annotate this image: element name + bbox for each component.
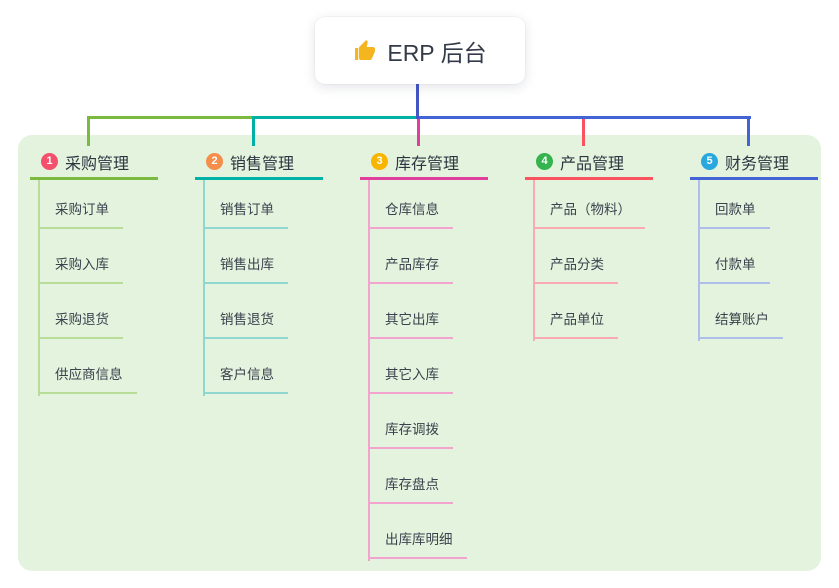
child-node[interactable]: 采购退货 — [38, 310, 123, 339]
root-label: ERP 后台 — [387, 39, 487, 66]
bus-line-left — [87, 116, 252, 119]
child-node[interactable]: 产品库存 — [368, 255, 453, 284]
branch-node-3[interactable]: 3 库存管理 — [360, 146, 488, 180]
thumbs-up-icon — [353, 39, 377, 63]
branch-drop-line-3 — [417, 116, 420, 146]
child-node[interactable]: 销售退货 — [203, 310, 288, 339]
child-node[interactable]: 客户信息 — [203, 365, 288, 394]
branch-label: 产品管理 — [560, 155, 625, 173]
child-node[interactable]: 库存调拨 — [368, 420, 453, 449]
child-node[interactable]: 采购入库 — [38, 255, 123, 284]
child-trunk-line-1 — [38, 180, 40, 396]
child-trunk-line-2 — [203, 180, 205, 396]
root-node[interactable]: ERP 后台 — [315, 17, 525, 84]
branch-drop-line-1 — [87, 116, 90, 146]
branch-node-1[interactable]: 1 采购管理 — [30, 146, 158, 180]
child-node[interactable]: 销售订单 — [203, 200, 288, 229]
bus-line-right — [417, 116, 751, 119]
branch-label: 库存管理 — [395, 155, 460, 173]
child-trunk-line-5 — [698, 180, 700, 341]
branch-label: 销售管理 — [230, 155, 295, 173]
child-node[interactable]: 供应商信息 — [38, 365, 137, 394]
branch-node-5[interactable]: 5 财务管理 — [690, 146, 818, 180]
bus-line-center — [252, 116, 421, 119]
root-connector — [416, 84, 419, 119]
branch-drop-line-4 — [582, 116, 585, 146]
child-node[interactable]: 结算账户 — [698, 310, 783, 339]
branch-drop-line-5 — [747, 116, 750, 146]
child-node[interactable]: 产品单位 — [533, 310, 618, 339]
child-node[interactable]: 其它入库 — [368, 365, 453, 394]
child-trunk-line-3 — [368, 180, 370, 561]
child-node[interactable]: 采购订单 — [38, 200, 123, 229]
child-node[interactable]: 回款单 — [698, 200, 770, 229]
child-node[interactable]: 产品（物料） — [533, 200, 645, 229]
child-trunk-line-4 — [533, 180, 535, 341]
child-node[interactable]: 产品分类 — [533, 255, 618, 284]
branch-badge-2: 2 — [206, 153, 223, 170]
branch-badge-3: 3 — [371, 153, 388, 170]
branch-node-4[interactable]: 4 产品管理 — [525, 146, 653, 180]
child-node[interactable]: 销售出库 — [203, 255, 288, 284]
branch-label: 财务管理 — [725, 155, 790, 173]
child-node[interactable]: 出库库明细 — [368, 530, 467, 559]
branch-label: 采购管理 — [65, 155, 130, 173]
branch-drop-line-2 — [252, 116, 255, 146]
branch-node-2[interactable]: 2 销售管理 — [195, 146, 323, 180]
child-node[interactable]: 仓库信息 — [368, 200, 453, 229]
child-node[interactable]: 付款单 — [698, 255, 770, 284]
branch-area-panel — [18, 135, 821, 571]
branch-badge-1: 1 — [41, 153, 58, 170]
child-node[interactable]: 库存盘点 — [368, 475, 453, 504]
child-node[interactable]: 其它出库 — [368, 310, 453, 339]
branch-badge-5: 5 — [701, 153, 718, 170]
branch-badge-4: 4 — [536, 153, 553, 170]
